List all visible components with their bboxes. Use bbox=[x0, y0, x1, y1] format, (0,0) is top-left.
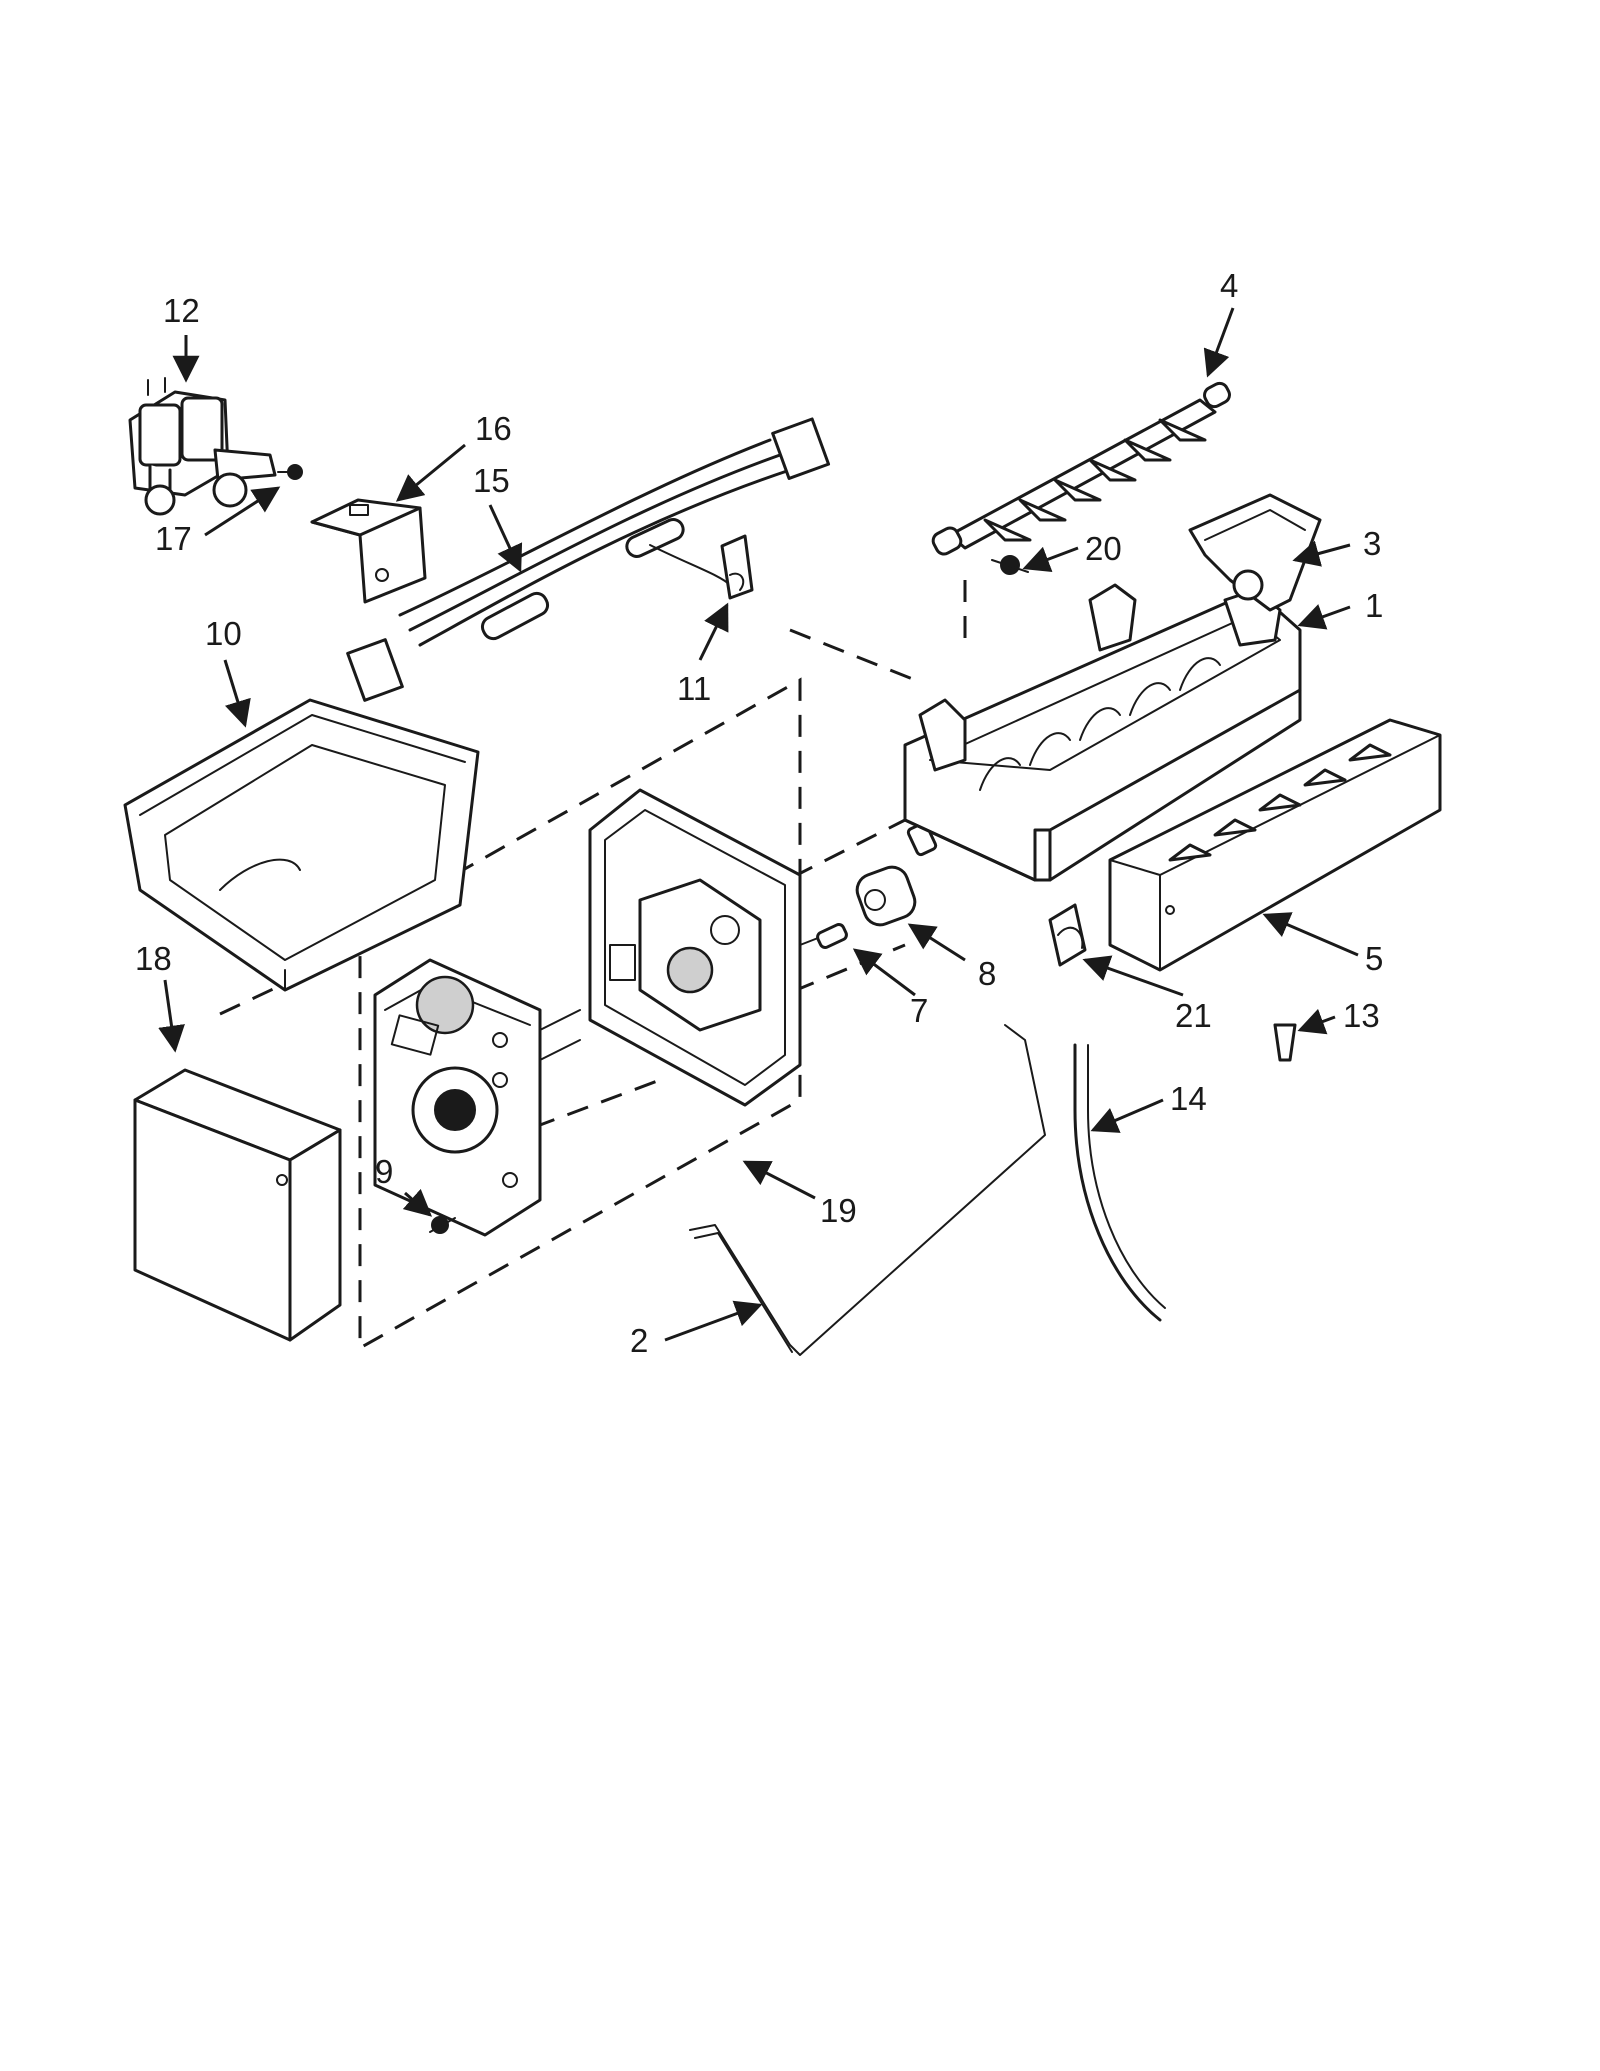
callout-21: 21 bbox=[1175, 997, 1212, 1034]
callout-11: 11 bbox=[677, 670, 711, 707]
callout-labels: 1 2 3 4 5 7 8 9 10 11 12 13 14 15 16 17 … bbox=[135, 267, 1383, 1359]
cover-box bbox=[133, 1068, 342, 1342]
assembly-outline-19 bbox=[358, 677, 802, 1351]
callout-1: 1 bbox=[1365, 587, 1383, 624]
wire-harness bbox=[346, 417, 831, 702]
mold-cover bbox=[1188, 493, 1322, 612]
callout-14: 14 bbox=[1170, 1080, 1207, 1117]
valve-screw bbox=[277, 464, 303, 480]
stripper bbox=[1108, 718, 1442, 972]
plug bbox=[1273, 1023, 1297, 1062]
thermostat-probe bbox=[799, 922, 848, 950]
leader-arrows bbox=[158, 307, 1359, 1342]
callout-3: 3 bbox=[1363, 525, 1381, 562]
thermostat bbox=[855, 821, 938, 927]
callout-16: 16 bbox=[475, 410, 512, 447]
fill-tube bbox=[1073, 1043, 1166, 1322]
callout-4: 4 bbox=[1220, 267, 1238, 304]
mold-screw bbox=[991, 555, 1029, 575]
callout-13: 13 bbox=[1343, 997, 1380, 1034]
mold-housing bbox=[588, 788, 802, 1107]
shutoff-arm bbox=[689, 1024, 1046, 1356]
callout-15: 15 bbox=[473, 462, 510, 499]
control-motor-plate bbox=[373, 958, 581, 1237]
callout-5: 5 bbox=[1365, 940, 1383, 977]
callout-17: 17 bbox=[155, 520, 192, 557]
ejector bbox=[931, 381, 1231, 556]
callout-9: 9 bbox=[375, 1153, 393, 1190]
callout-19: 19 bbox=[820, 1192, 857, 1229]
callout-20: 20 bbox=[1085, 530, 1122, 567]
callout-8: 8 bbox=[978, 955, 996, 992]
plate-screw bbox=[429, 1216, 456, 1234]
callout-12: 12 bbox=[163, 292, 200, 329]
bracket bbox=[310, 498, 427, 604]
heater-clip bbox=[1048, 903, 1087, 967]
ice-bin bbox=[123, 698, 480, 992]
wire-clip bbox=[720, 534, 754, 600]
ice-mold bbox=[903, 583, 1302, 882]
callout-7: 7 bbox=[910, 992, 928, 1029]
water-valve bbox=[128, 377, 277, 516]
callout-2: 2 bbox=[630, 1322, 648, 1359]
callout-10: 10 bbox=[205, 615, 242, 652]
callout-18: 18 bbox=[135, 940, 172, 977]
